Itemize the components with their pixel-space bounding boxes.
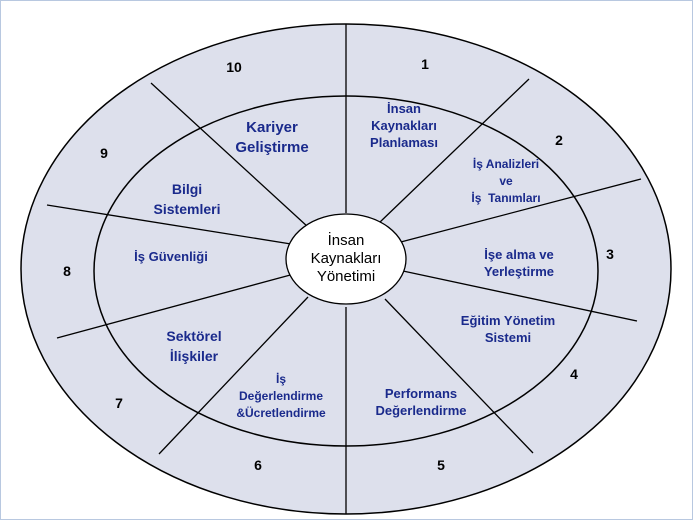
segment-label-line: İnsan <box>387 101 421 116</box>
divider-line <box>158 296 309 455</box>
segment-label-line: İş <box>276 371 286 386</box>
segment-number-3: 3 <box>606 246 614 262</box>
segment-label-line: Kariyer <box>246 119 298 136</box>
segment-number-7: 7 <box>115 395 123 411</box>
segment-label-line: Sistemleri <box>154 201 221 217</box>
segment-label-8: İş Güvenliği <box>134 249 208 264</box>
segment-label-3: İşe alma ve Yerleştirme <box>484 247 554 279</box>
segment-label-line: Yerleştirme <box>484 264 554 279</box>
divider-line <box>384 298 534 454</box>
segment-number-8: 8 <box>63 263 71 279</box>
divider-line <box>150 82 309 228</box>
segment-number-5: 5 <box>437 457 445 473</box>
segment-label-line: Kaynakları <box>371 118 437 133</box>
center-hub <box>285 213 407 305</box>
segment-label-line: Planlaması <box>370 135 438 150</box>
segment-label-line: Bilgi <box>172 181 202 197</box>
segment-label-line: Geliştirme <box>235 139 308 156</box>
segment-number-4: 4 <box>570 366 578 382</box>
segment-label-line: Değerlendirme <box>239 389 323 403</box>
segment-number-10: 10 <box>226 59 242 75</box>
segment-number-2: 2 <box>555 132 563 148</box>
segment-number-1: 1 <box>421 56 429 72</box>
segment-label-line: İşe alma ve <box>484 247 553 262</box>
segment-label-line: &Ücretlendirme <box>236 405 326 420</box>
segment-label-line: Değerlendirme <box>375 403 466 418</box>
segment-label-line: ve <box>499 174 513 188</box>
segment-label-2: İş Analizleri ve İş Tanımları <box>471 156 540 205</box>
center-title-line: Yönetimi <box>317 268 375 285</box>
divider-line <box>402 270 638 322</box>
divider-line <box>56 273 295 339</box>
segment-dividers <box>46 24 642 514</box>
segment-label-line: İlişkiler <box>170 348 219 364</box>
segment-label-line: İş Tanımları <box>471 190 540 205</box>
divider-line <box>396 178 642 244</box>
center-title-line: Kaynakları <box>311 250 382 267</box>
divider-line <box>46 204 292 245</box>
segment-label-line: Performans <box>385 386 457 401</box>
divider-line <box>378 78 530 224</box>
segment-label-line: Sektörel <box>166 328 221 344</box>
segment-label-line: İş Güvenliği <box>134 249 208 264</box>
segment-label-line: Eğitim Yönetim <box>461 313 555 328</box>
segment-number-9: 9 <box>100 145 108 161</box>
segment-label-line: İş Analizleri <box>473 156 539 171</box>
center-title-line: İnsan <box>328 231 365 249</box>
segment-label-line: Sistemi <box>485 330 531 345</box>
segment-number-6: 6 <box>254 457 262 473</box>
